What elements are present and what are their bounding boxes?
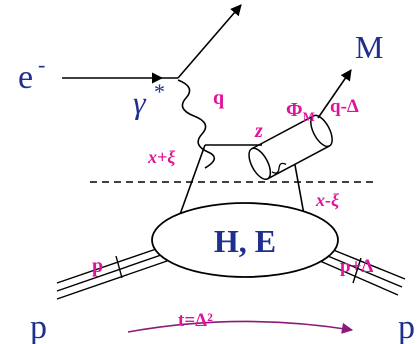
x-plus-xi-label: x+ξ: [147, 147, 175, 168]
meson-arrow: [317, 69, 352, 119]
x-minus-xi-label: x-ξ: [315, 190, 339, 211]
photon-label: γ: [133, 84, 147, 120]
t-delta-label: t=Δ²: [178, 310, 213, 331]
p-in-label: p: [30, 309, 47, 344]
meson-label: M: [355, 29, 383, 65]
phi-m-label: ΦM: [286, 99, 315, 124]
electron-out-line: [177, 4, 242, 79]
q-label: q: [213, 87, 224, 109]
q-minus-delta-label: q-Δ: [330, 96, 359, 117]
meson-da-cylinder: [248, 114, 333, 181]
momentum-transfer-arrow: [127, 320, 354, 334]
gpd-label: H, E: [214, 223, 276, 259]
photon-star-label: *: [154, 79, 165, 104]
virtual-photon-line: [177, 79, 216, 169]
p-in-momentum-label: p: [92, 255, 103, 277]
proton-in-lines: [56, 246, 168, 300]
electron-label: e: [18, 59, 33, 96]
p-out-momentum-label: p+Δ: [340, 256, 373, 277]
gpd-blob: [151, 202, 339, 278]
z-label: z: [254, 120, 263, 142]
electron-charge-label: -: [38, 52, 45, 77]
proton-out-lines: [319, 246, 406, 296]
p-out-label: p: [398, 309, 415, 344]
